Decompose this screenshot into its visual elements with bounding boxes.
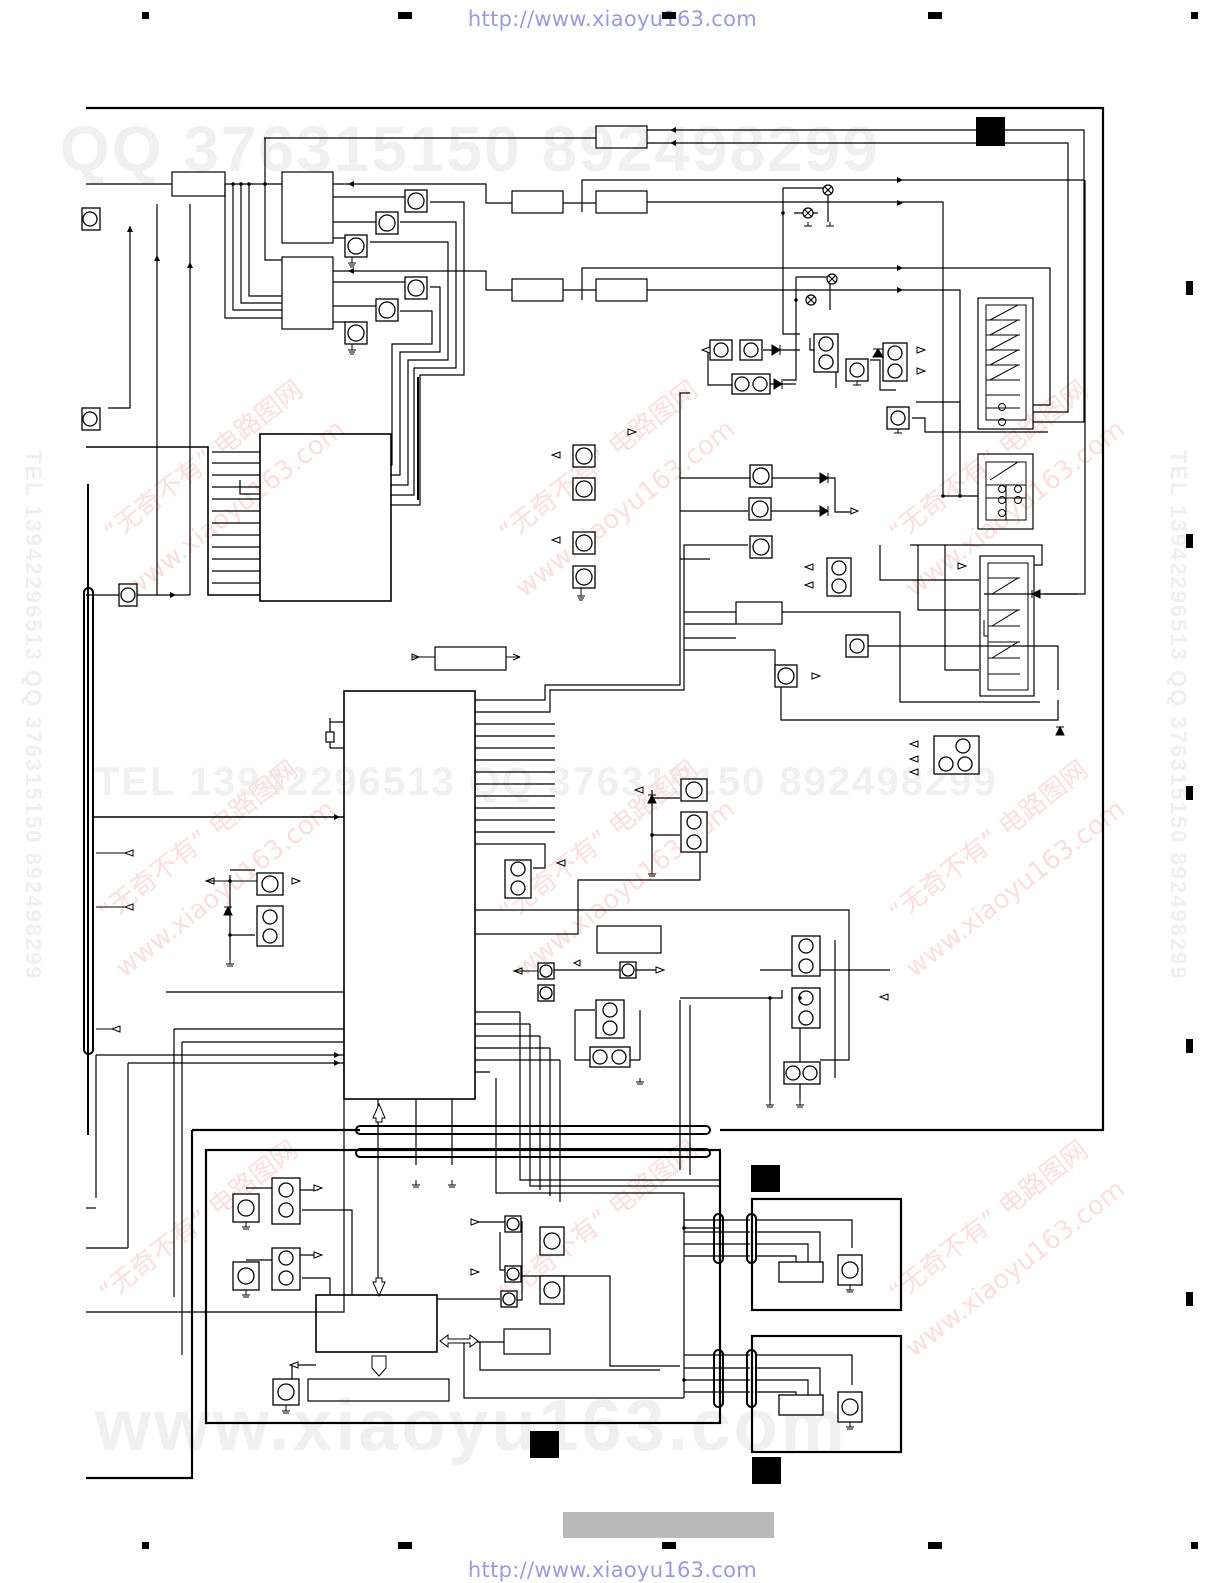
ic-box <box>735 601 783 625</box>
ic-box <box>307 1378 450 1402</box>
registration-mark <box>662 12 676 19</box>
registration-mark <box>1186 1292 1193 1306</box>
connector <box>977 453 1034 530</box>
ic-box <box>511 278 564 302</box>
ic-box <box>434 646 507 671</box>
ic-box <box>595 125 648 149</box>
ic-box <box>315 1294 438 1353</box>
main-mcu <box>343 690 476 1100</box>
sub-board <box>750 1197 903 1312</box>
connector <box>979 555 1035 697</box>
registration-mark <box>928 12 942 19</box>
watermark-qq: QQ 376315150 892498299 <box>60 113 880 185</box>
registration-mark <box>398 12 412 19</box>
ic-box <box>281 256 334 330</box>
registration-mark <box>1186 534 1193 548</box>
page-label-bar <box>563 1512 774 1538</box>
watermark-tel: TEL 13942296513 QQ 376315150 892498299 <box>95 760 998 804</box>
registration-mark <box>662 1542 676 1549</box>
registration-mark <box>142 12 149 19</box>
registration-mark <box>1186 281 1193 295</box>
registration-mark <box>142 1542 149 1549</box>
ic-box <box>595 278 648 302</box>
ic-box <box>281 171 334 244</box>
registration-mark <box>1191 1542 1198 1549</box>
ic-box <box>259 433 392 602</box>
ic-box <box>171 171 226 197</box>
connector <box>977 297 1034 430</box>
header-url[interactable]: http://www.xiaoyu163.com <box>467 7 758 31</box>
watermark-vertical-left: TEL 13942296513 QQ 376315150 892498299 <box>21 450 46 981</box>
registration-mark <box>398 1542 412 1549</box>
registration-mark <box>1186 786 1193 800</box>
sub-board <box>750 1334 903 1454</box>
frame-outline <box>86 106 1105 1132</box>
ic-box <box>595 190 648 214</box>
ic-box <box>503 1328 551 1355</box>
registration-mark <box>928 1542 942 1549</box>
registration-mark <box>1191 12 1198 19</box>
frame-outline <box>86 1130 194 1480</box>
footer-url[interactable]: http://www.xiaoyu163.com <box>467 1558 758 1582</box>
ic-box <box>511 190 564 214</box>
ic-box <box>596 925 662 954</box>
registration-mark <box>1186 1039 1193 1053</box>
